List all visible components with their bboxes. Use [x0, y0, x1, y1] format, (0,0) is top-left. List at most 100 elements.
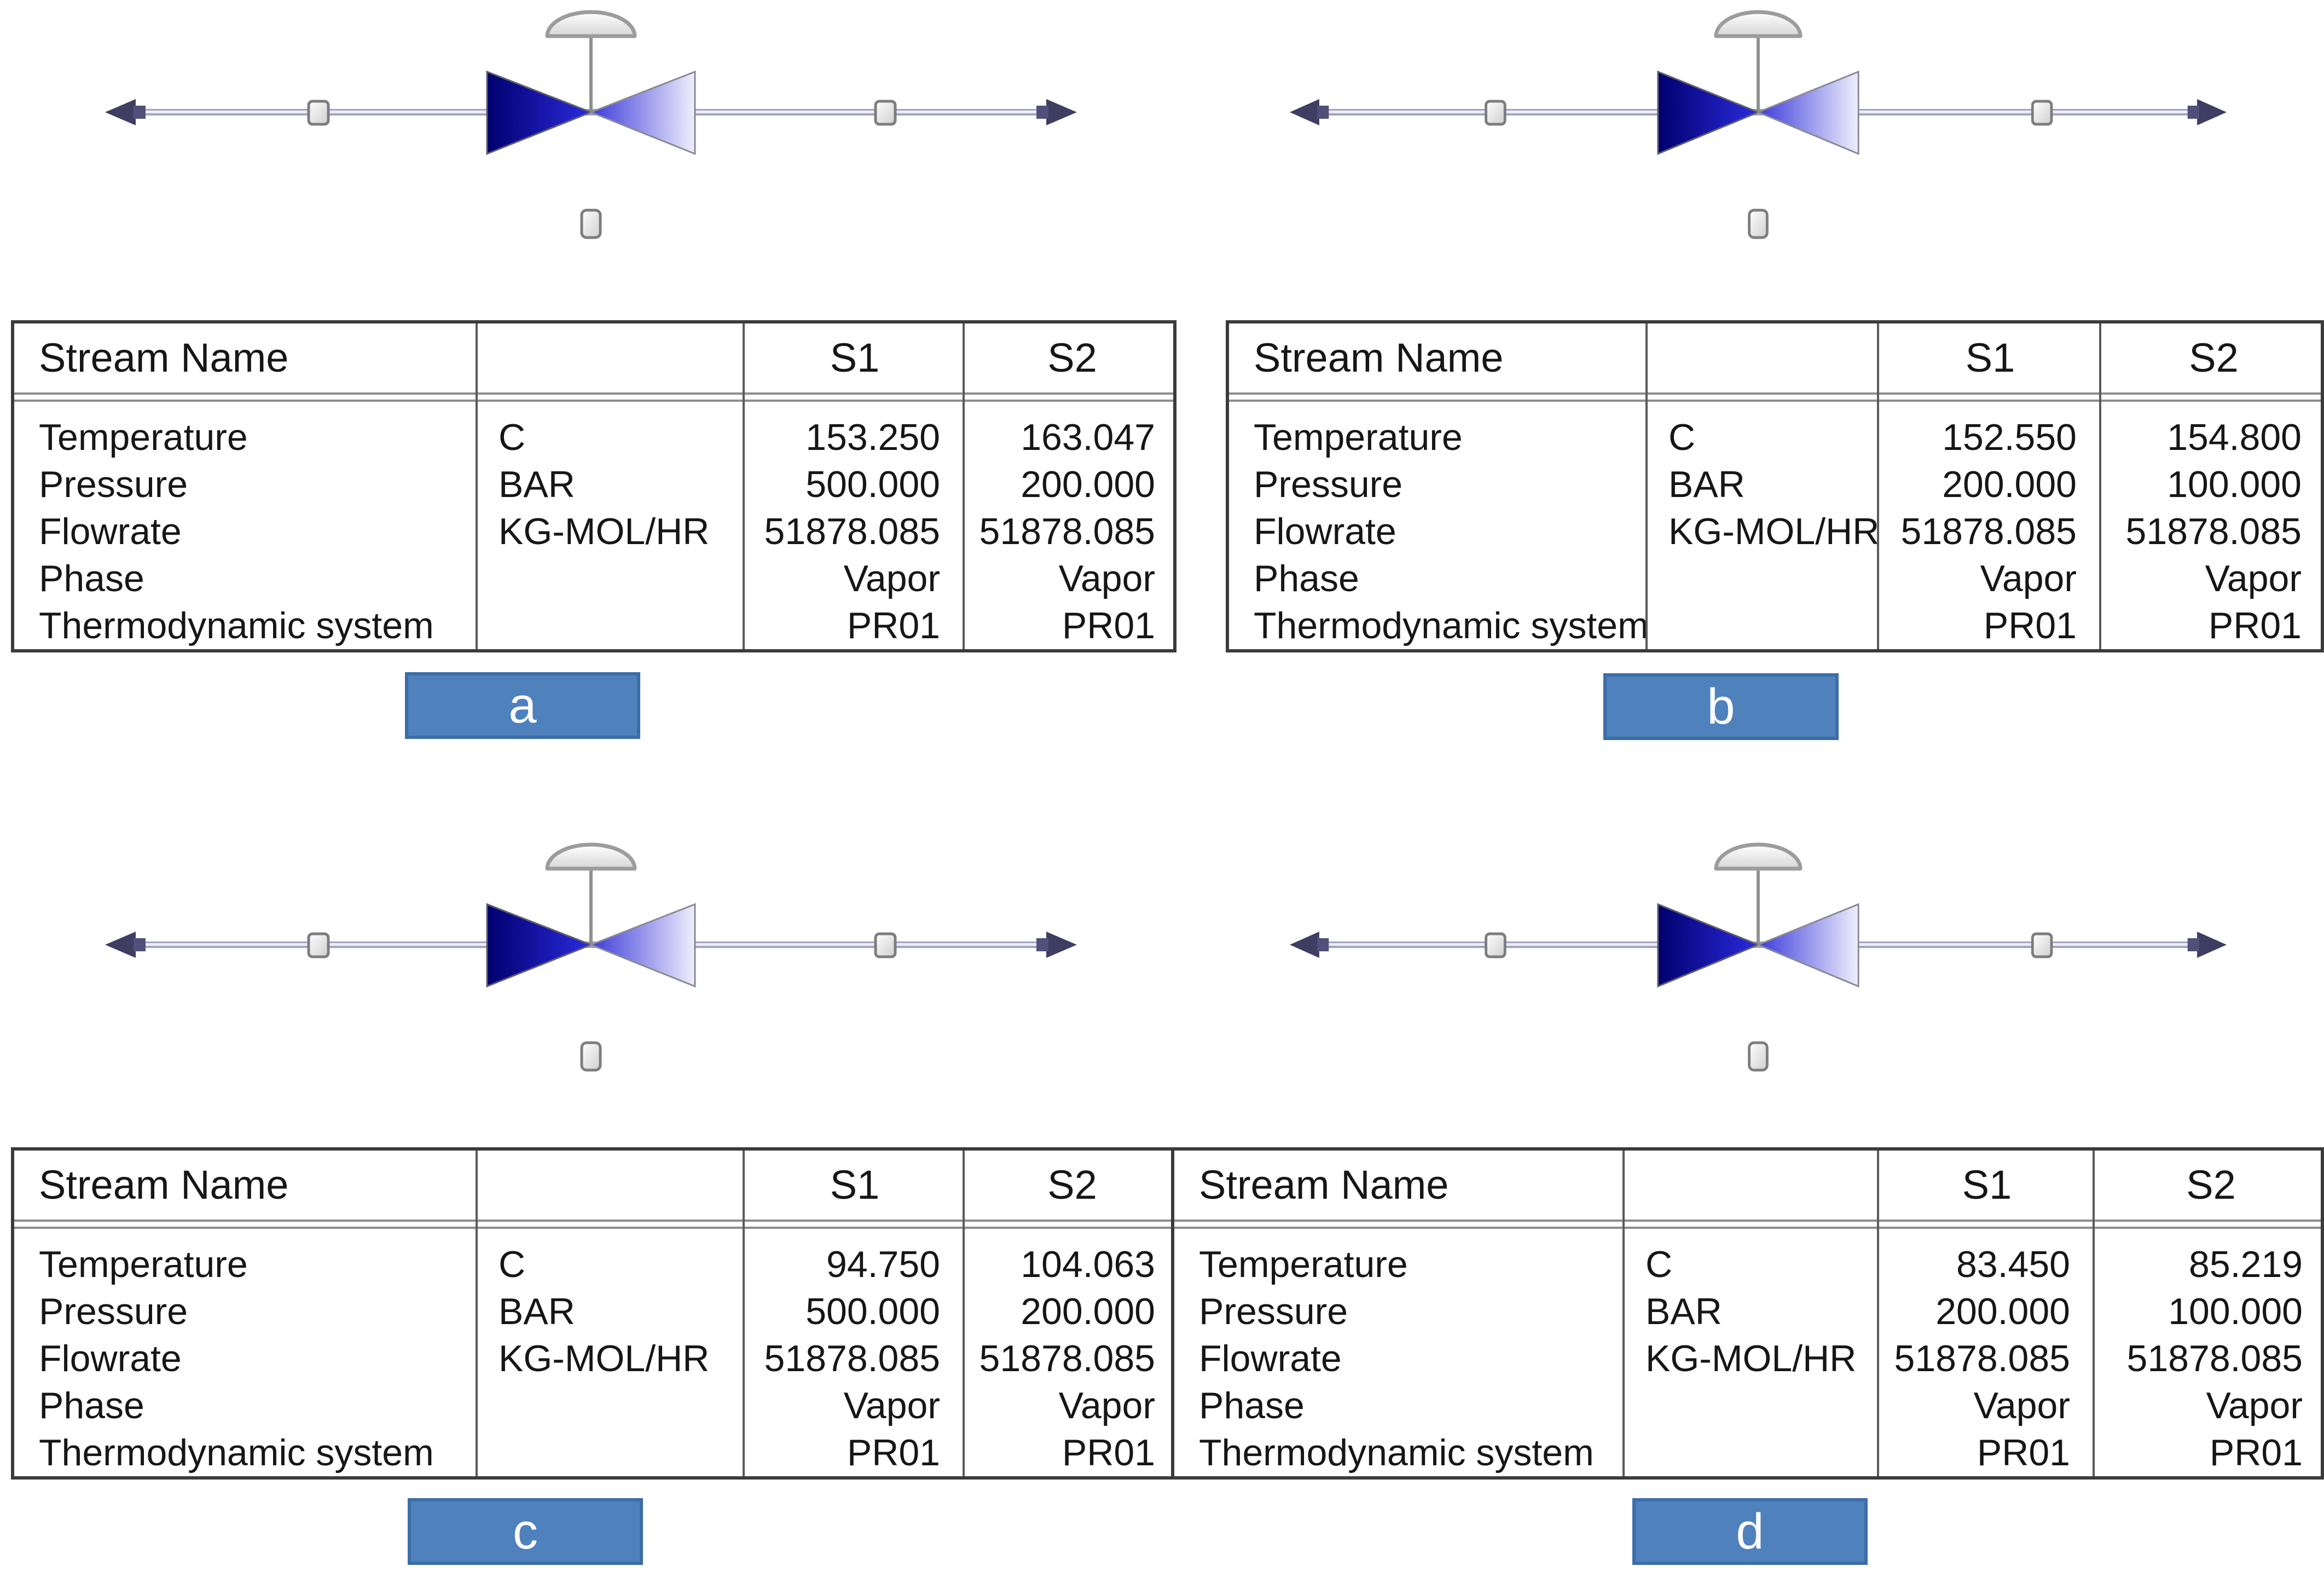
- table-body: Temperature C 83.450 85.219 Pressure BAR…: [1174, 1229, 2321, 1476]
- header-units-col: [1625, 1151, 1879, 1220]
- control-valve-a: [104, 0, 1078, 257]
- stream-table-a: Stream Name S1 S2 Temperature C 153.250 …: [11, 320, 1177, 652]
- unit-cell: [1625, 1382, 1879, 1429]
- property-cell: Pressure: [1254, 464, 1403, 505]
- table-row: Temperature C 152.550 154.800: [1229, 414, 2321, 461]
- header-s2: S2: [2186, 1162, 2236, 1208]
- table-row: Thermodynamic system PR01 PR01: [14, 602, 1173, 649]
- header-stream-name: Stream Name: [39, 1162, 289, 1208]
- header-separator: [1174, 1219, 2321, 1229]
- property-cell: Thermodynamic system: [1254, 605, 1648, 646]
- column-divider: [963, 323, 965, 649]
- unit-cell: BAR: [1645, 1291, 1722, 1332]
- table-row: Thermodynamic system PR01 PR01: [1174, 1429, 2321, 1476]
- property-cell: Thermodynamic system: [39, 605, 434, 646]
- table-header-row: Stream Name S1 S2: [1174, 1151, 2321, 1220]
- value-cell-s2: 163.047: [1021, 417, 1155, 458]
- property-cell: Phase: [39, 1385, 144, 1426]
- value-cell-s2: PR01: [2209, 1432, 2303, 1474]
- header-s1: S1: [830, 335, 880, 381]
- header-s1: S1: [1962, 1162, 2012, 1208]
- table-header-row: Stream Name S1 S2: [14, 1151, 1173, 1220]
- value-cell-s2: 200.000: [1021, 464, 1155, 505]
- stream-table-c: Stream Name S1 S2 Temperature C 94.750 1…: [11, 1147, 1177, 1480]
- header-s2: S2: [1047, 335, 1097, 381]
- property-cell: Phase: [39, 558, 144, 599]
- table-row: Pressure BAR 500.000 200.000: [14, 1288, 1173, 1335]
- value-cell-s1: 500.000: [805, 1291, 940, 1332]
- value-cell-s1: Vapor: [1973, 1385, 2070, 1426]
- stream-table-b: Stream Name S1 S2 Temperature C 152.550 …: [1226, 320, 2324, 652]
- subfigure-label-b: b: [1603, 673, 1839, 740]
- property-cell: Flowrate: [1199, 1338, 1342, 1379]
- table-body: Temperature C 153.250 163.047 Pressure B…: [14, 402, 1173, 649]
- table-row: Flowrate KG-MOL/HR 51878.085 51878.085: [14, 1335, 1173, 1382]
- value-cell-s2: Vapor: [2206, 1385, 2303, 1426]
- value-cell-s1: PR01: [847, 605, 940, 646]
- unit-cell: C: [499, 1244, 526, 1285]
- table-row: Flowrate KG-MOL/HR 51878.085 51878.085: [1174, 1335, 2321, 1382]
- value-cell-s2: Vapor: [1058, 1385, 1155, 1426]
- header-s1: S1: [830, 1162, 880, 1208]
- table-row: Thermodynamic system PR01 PR01: [14, 1429, 1173, 1476]
- unit-cell: KG-MOL/HR: [499, 1338, 710, 1379]
- value-cell-s1: 200.000: [1935, 1291, 2070, 1332]
- property-cell: Temperature: [1199, 1244, 1408, 1285]
- unit-cell: [1625, 1429, 1879, 1476]
- subfigure-label-a: a: [405, 672, 640, 739]
- unit-cell: C: [499, 417, 526, 458]
- column-divider: [476, 1151, 478, 1476]
- property-cell: Phase: [1254, 558, 1359, 599]
- unit-cell: KG-MOL/HR: [1645, 1338, 1857, 1379]
- column-divider: [476, 323, 478, 649]
- value-cell-s2: PR01: [1062, 1432, 1155, 1474]
- value-cell-s1: 83.450: [1956, 1244, 2070, 1285]
- value-cell-s1: 51878.085: [1900, 511, 2077, 552]
- table-header-row: Stream Name S1 S2: [14, 323, 1173, 392]
- table-row: Flowrate KG-MOL/HR 51878.085 51878.085: [14, 508, 1173, 555]
- property-cell: Temperature: [39, 417, 248, 458]
- value-cell-s1: 51878.085: [764, 511, 940, 552]
- value-cell-s2: 154.800: [2167, 417, 2302, 458]
- value-cell-s1: PR01: [1977, 1432, 2070, 1474]
- property-cell: Pressure: [1199, 1291, 1348, 1332]
- value-cell-s2: PR01: [2208, 605, 2302, 646]
- table-row: Phase Vapor Vapor: [14, 1382, 1173, 1429]
- value-cell-s2: 200.000: [1021, 1291, 1155, 1332]
- column-divider: [2093, 1151, 2095, 1476]
- value-cell-s1: PR01: [1983, 605, 2077, 646]
- value-cell-s2: 104.063: [1021, 1244, 1155, 1285]
- header-separator: [14, 392, 1173, 402]
- value-cell-s1: PR01: [847, 1432, 940, 1474]
- column-divider: [1877, 323, 1879, 649]
- property-cell: Pressure: [39, 1291, 188, 1332]
- table-row: Temperature C 83.450 85.219: [1174, 1241, 2321, 1288]
- column-divider: [2099, 323, 2101, 649]
- table-row: Pressure BAR 200.000 100.000: [1174, 1288, 2321, 1335]
- table-row: Phase Vapor Vapor: [1229, 555, 2321, 602]
- property-cell: Flowrate: [39, 1338, 182, 1379]
- subfigure-label-d: d: [1632, 1498, 1868, 1565]
- table-row: Pressure BAR 500.000 200.000: [14, 461, 1173, 508]
- subfigure-label-c: c: [408, 1498, 643, 1565]
- property-cell: Temperature: [39, 1244, 248, 1285]
- header-units-col: [478, 1151, 745, 1220]
- unit-cell: BAR: [499, 464, 575, 505]
- column-divider: [963, 1151, 965, 1476]
- control-valve-c: [104, 833, 1078, 1090]
- table-body: Temperature C 152.550 154.800 Pressure B…: [1229, 402, 2321, 649]
- value-cell-s1: 153.250: [805, 417, 940, 458]
- column-divider: [743, 1151, 745, 1476]
- header-units-col: [1648, 323, 1879, 392]
- header-stream-name: Stream Name: [39, 335, 289, 381]
- unit-cell: C: [1645, 1244, 1673, 1285]
- value-cell-s1: 500.000: [805, 464, 940, 505]
- header-stream-name: Stream Name: [1199, 1162, 1449, 1208]
- column-divider: [743, 323, 745, 649]
- table-header-row: Stream Name S1 S2: [1229, 323, 2321, 392]
- value-cell-s1: 200.000: [1942, 464, 2077, 505]
- value-cell-s2: PR01: [1062, 605, 1155, 646]
- value-cell-s1: Vapor: [843, 1385, 940, 1426]
- property-cell: Thermodynamic system: [39, 1432, 434, 1474]
- value-cell-s1: Vapor: [1980, 558, 2077, 599]
